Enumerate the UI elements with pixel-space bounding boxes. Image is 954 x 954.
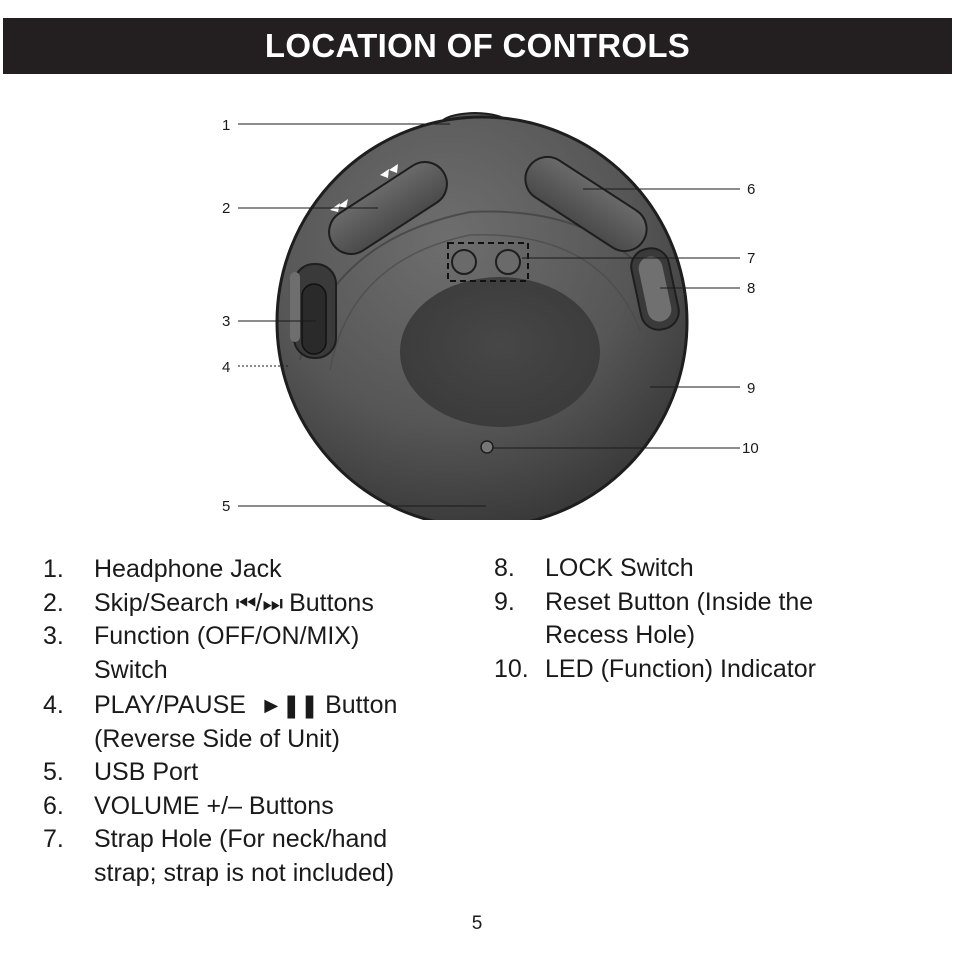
recess-hole xyxy=(400,277,600,427)
function-switch[interactable] xyxy=(290,263,337,359)
callout-6: 6 xyxy=(747,181,755,198)
item-number: 10. xyxy=(494,654,529,683)
item-text: Buttons xyxy=(289,588,374,617)
item-text: USB Port xyxy=(94,758,199,786)
item-text: Reset Button (Inside the xyxy=(545,587,814,616)
item-text: LED (Function) Indicator xyxy=(545,654,816,683)
skip-forward-icon: ⏭ xyxy=(262,589,283,616)
callout-lines xyxy=(238,123,740,507)
led-indicator xyxy=(480,440,494,454)
item-text: Recess Hole) xyxy=(545,621,696,649)
callout-4: 4 xyxy=(222,359,230,376)
list-item: 5. USB Port xyxy=(43,756,473,790)
item-number: 1. xyxy=(43,555,64,583)
item-number: 9. xyxy=(494,587,515,616)
item-text: Strap Hole (For neck/hand xyxy=(94,825,388,853)
page-title: LOCATION OF CONTROLS xyxy=(264,27,691,64)
item-text: Switch xyxy=(94,655,168,684)
item-text: Skip/Search xyxy=(94,588,229,617)
callout-8: 8 xyxy=(747,280,755,297)
slash-text: / xyxy=(255,588,263,617)
callout-1: 1 xyxy=(222,117,230,134)
item-number: 8. xyxy=(494,554,515,582)
controls-list-left: 1. Headphone Jack 2. Skip/Search ⏮/⏭ But… xyxy=(43,553,473,890)
callout-9: 9 xyxy=(747,380,755,397)
controls-list-right: 8. LOCK Switch 9. Reset Button (Inside t… xyxy=(494,552,934,686)
lock-switch[interactable] xyxy=(628,245,682,333)
list-item: 3. Function (OFF/ON/MIX) Switch xyxy=(43,620,473,687)
item-number: 4. xyxy=(43,691,64,719)
list-item: 10. LED (Function) Indicator xyxy=(494,653,934,687)
device-diagram: 1 2 3 4 5 6 7 8 9 10 xyxy=(222,111,759,520)
item-number: 2. xyxy=(43,588,64,617)
callout-3: 3 xyxy=(222,313,230,330)
volume-buttons[interactable] xyxy=(517,149,655,260)
list-item: 6. VOLUME +/– Buttons xyxy=(43,790,473,824)
item-text: PLAY/PAUSE xyxy=(94,691,246,719)
item-number: 3. xyxy=(43,622,64,650)
skip-search-buttons[interactable] xyxy=(321,154,456,263)
list-item: 9. Reset Button (Inside the Recess Hole) xyxy=(494,586,934,653)
callout-7: 7 xyxy=(747,250,755,267)
item-text: Function (OFF/ON/MIX) xyxy=(94,622,360,650)
callout-5: 5 xyxy=(222,498,230,515)
item-text: VOLUME +/– Buttons xyxy=(94,791,334,820)
item-text: LOCK Switch xyxy=(545,554,694,582)
list-item: 1. Headphone Jack xyxy=(43,553,473,587)
item-number: 7. xyxy=(43,825,64,853)
list-item: 8. LOCK Switch xyxy=(494,552,934,586)
item-text: strap; strap is not included) xyxy=(94,858,395,887)
strap-holes xyxy=(447,242,529,282)
play-pause-icon: ►❚❚ xyxy=(259,692,319,718)
title-bar: LOCATION OF CONTROLS xyxy=(3,18,952,74)
callout-10: 10 xyxy=(742,440,759,457)
list-item: 2. Skip/Search ⏮/⏭ Buttons xyxy=(43,587,473,621)
list-item: 7. Strap Hole (For neck/hand strap; stra… xyxy=(43,823,473,890)
item-number: 5. xyxy=(43,758,64,786)
item-text: Button xyxy=(325,691,398,719)
skip-back-icon: ⏮ xyxy=(235,589,257,616)
item-text: Headphone Jack xyxy=(94,555,282,583)
callout-2: 2 xyxy=(222,200,230,217)
list-item: 4. PLAY/PAUSE ►❚❚ Button (Reverse Side o… xyxy=(43,689,473,756)
item-text: (Reverse Side of Unit) xyxy=(94,724,340,753)
item-number: 6. xyxy=(43,791,64,820)
page-number: 5 xyxy=(471,913,483,934)
